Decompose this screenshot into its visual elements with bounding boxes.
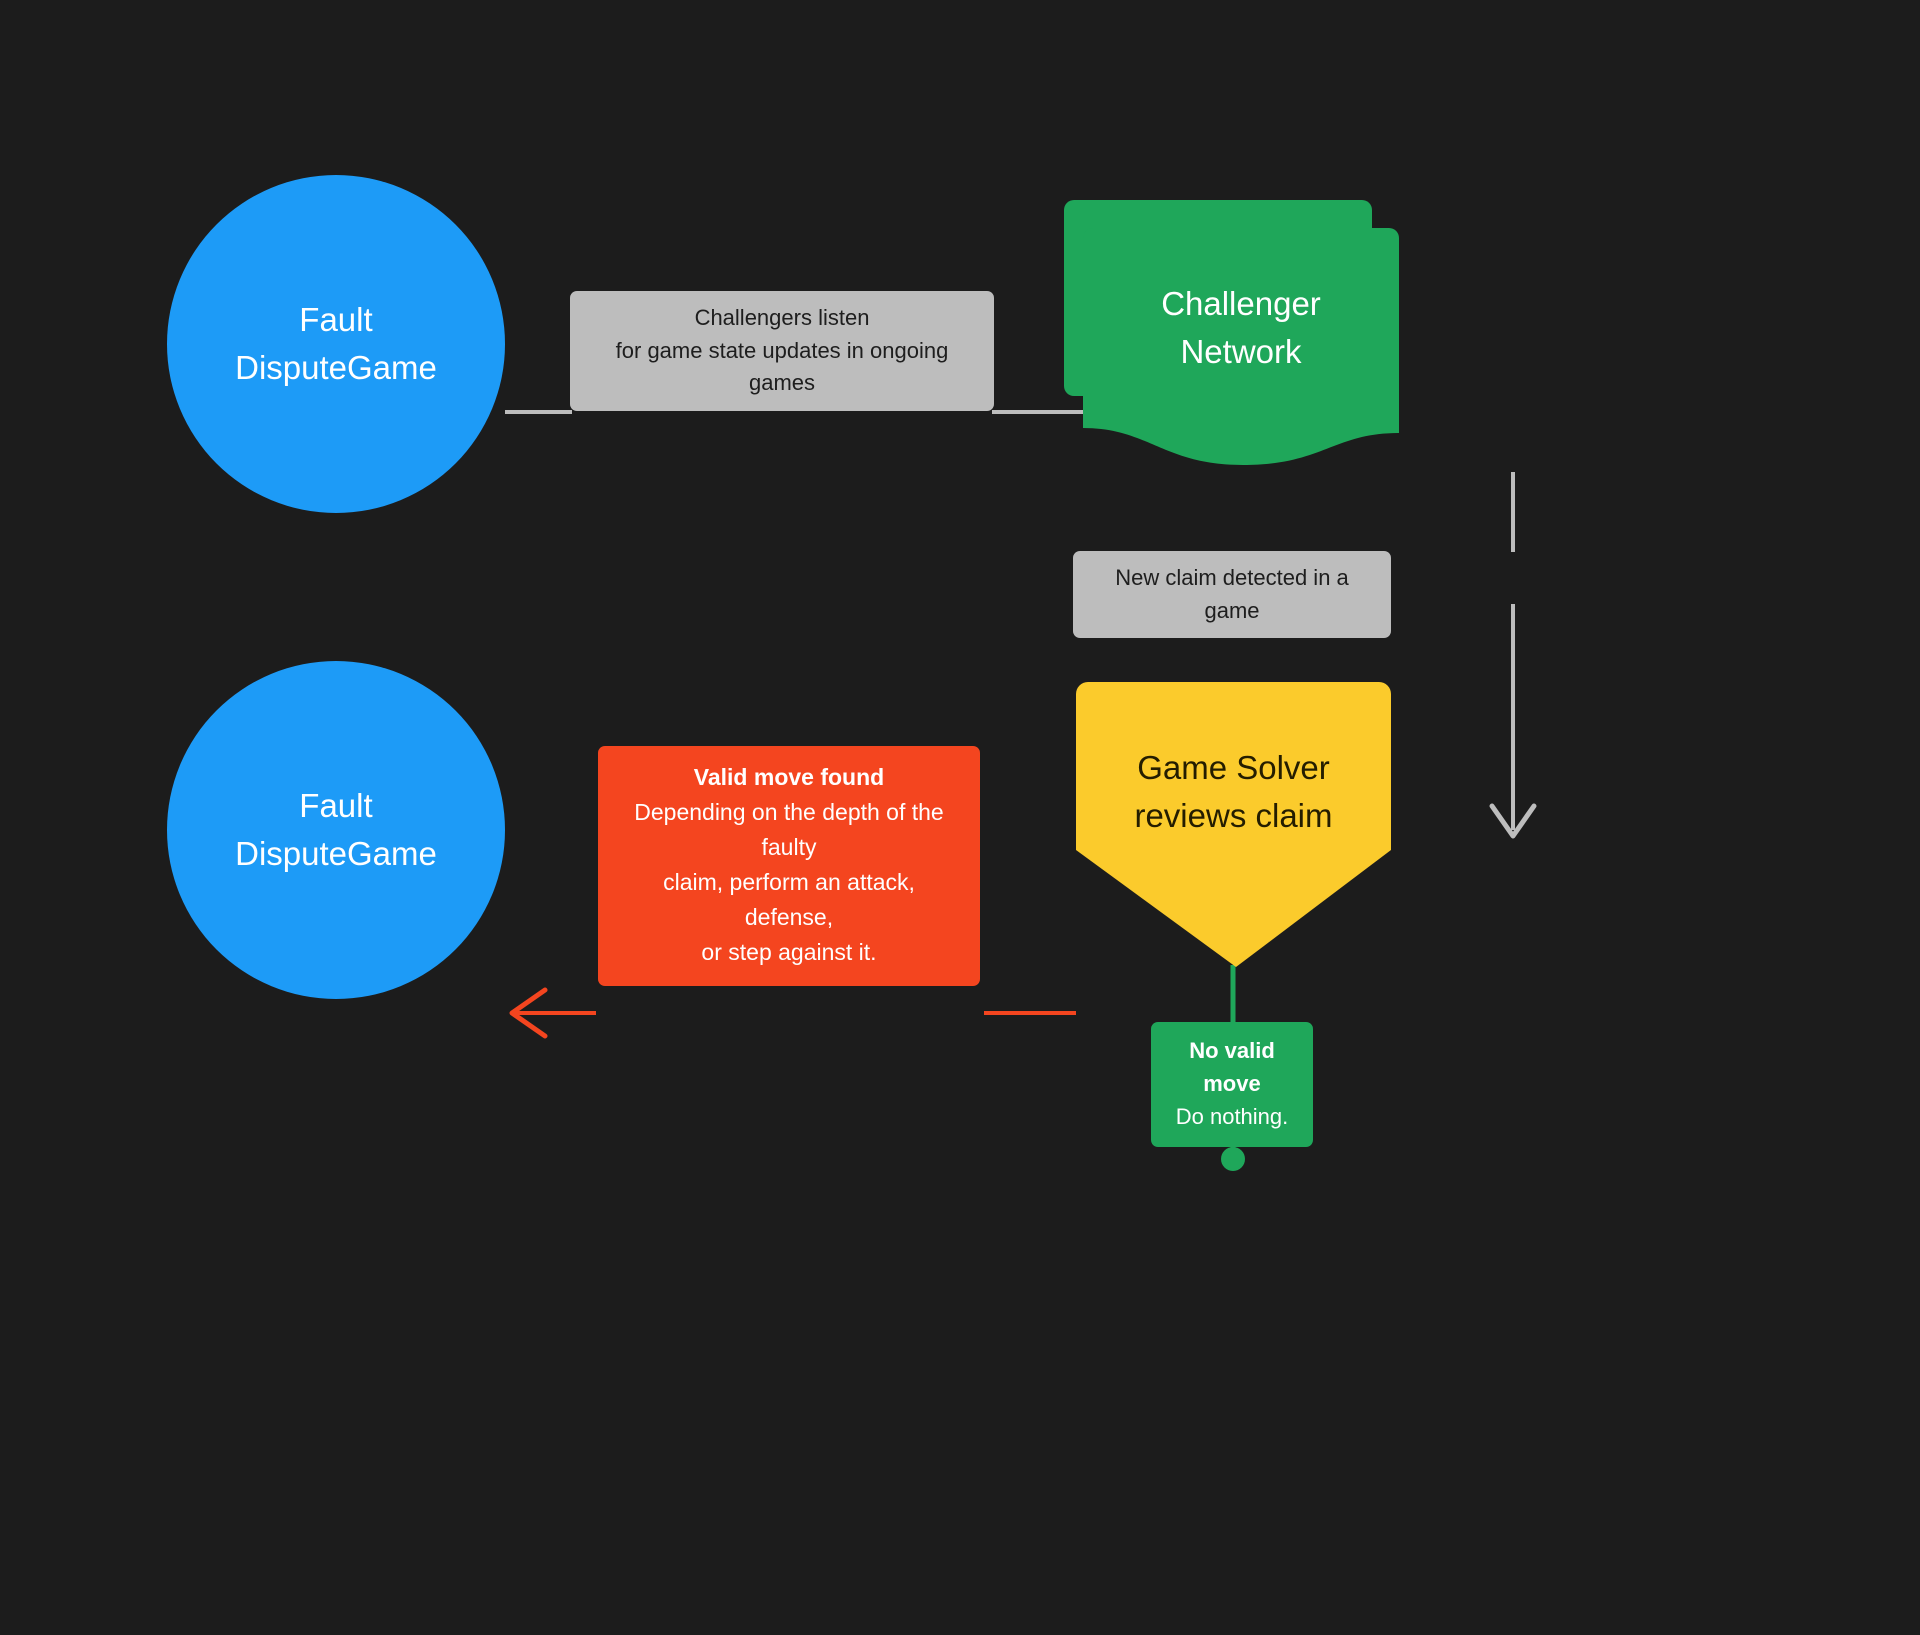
node-challenger-network[interactable]: Challenger Network: [1064, 200, 1399, 465]
edge-label-title: No valid move: [1189, 1038, 1275, 1096]
node-fault-dispute-game-bottom[interactable]: Fault DisputeGame: [167, 661, 505, 999]
node-label-line1: Game Solver: [1137, 749, 1330, 787]
edge-label-challengers-listen: Challengers listen for game state update…: [570, 291, 994, 411]
end-terminator-icon: [1221, 1147, 1245, 1171]
edge-label-line1: Challengers listen: [694, 305, 870, 330]
node-label-line2: Network: [1180, 333, 1302, 370]
node-label-line2: DisputeGame: [235, 835, 437, 872]
document-front-layer: [1083, 228, 1399, 465]
edge-label-new-claim-detected: New claim detected in a game: [1073, 551, 1391, 639]
edge-label-line1: Do nothing.: [1175, 1104, 1289, 1129]
edge-valid-move-found: [509, 987, 1076, 1039]
node-label-line1: Challenger: [1161, 285, 1321, 323]
node-label-line1: Fault: [299, 787, 373, 825]
edge-label-valid-move-found: Valid move found Depending on the depth …: [598, 746, 980, 986]
node-label-line1: Fault: [299, 301, 373, 339]
edge-label-title: Valid move found: [693, 764, 885, 790]
node-fault-dispute-game-top[interactable]: Fault DisputeGame: [167, 175, 505, 513]
node-label: Game Solver reviews claim: [1076, 682, 1391, 902]
arrowhead-icon: [1489, 803, 1537, 839]
arrowhead-icon: [509, 987, 548, 1039]
edge-label-line1: Depending on the depth of the faulty: [634, 798, 944, 860]
node-label-line2: DisputeGame: [235, 349, 437, 386]
edge-label-line1: New claim detected in a game: [1115, 565, 1349, 623]
node-label: Fault DisputeGame: [235, 296, 437, 392]
edge-label-line2: claim, perform an attack, defense,: [663, 868, 915, 930]
edge-new-claim-detected: [1489, 472, 1537, 839]
node-game-solver[interactable]: Game Solver reviews claim: [1076, 682, 1391, 967]
edge-label-line3: or step against it.: [701, 938, 877, 965]
node-label-line2: reviews claim: [1134, 797, 1333, 834]
edge-label-line2: for game state updates in ongoing games: [615, 337, 949, 396]
node-label: Challenger Network: [1083, 228, 1399, 428]
edge-label-no-valid-move: No valid move Do nothing.: [1151, 1022, 1313, 1147]
node-label: Fault DisputeGame: [235, 782, 437, 878]
